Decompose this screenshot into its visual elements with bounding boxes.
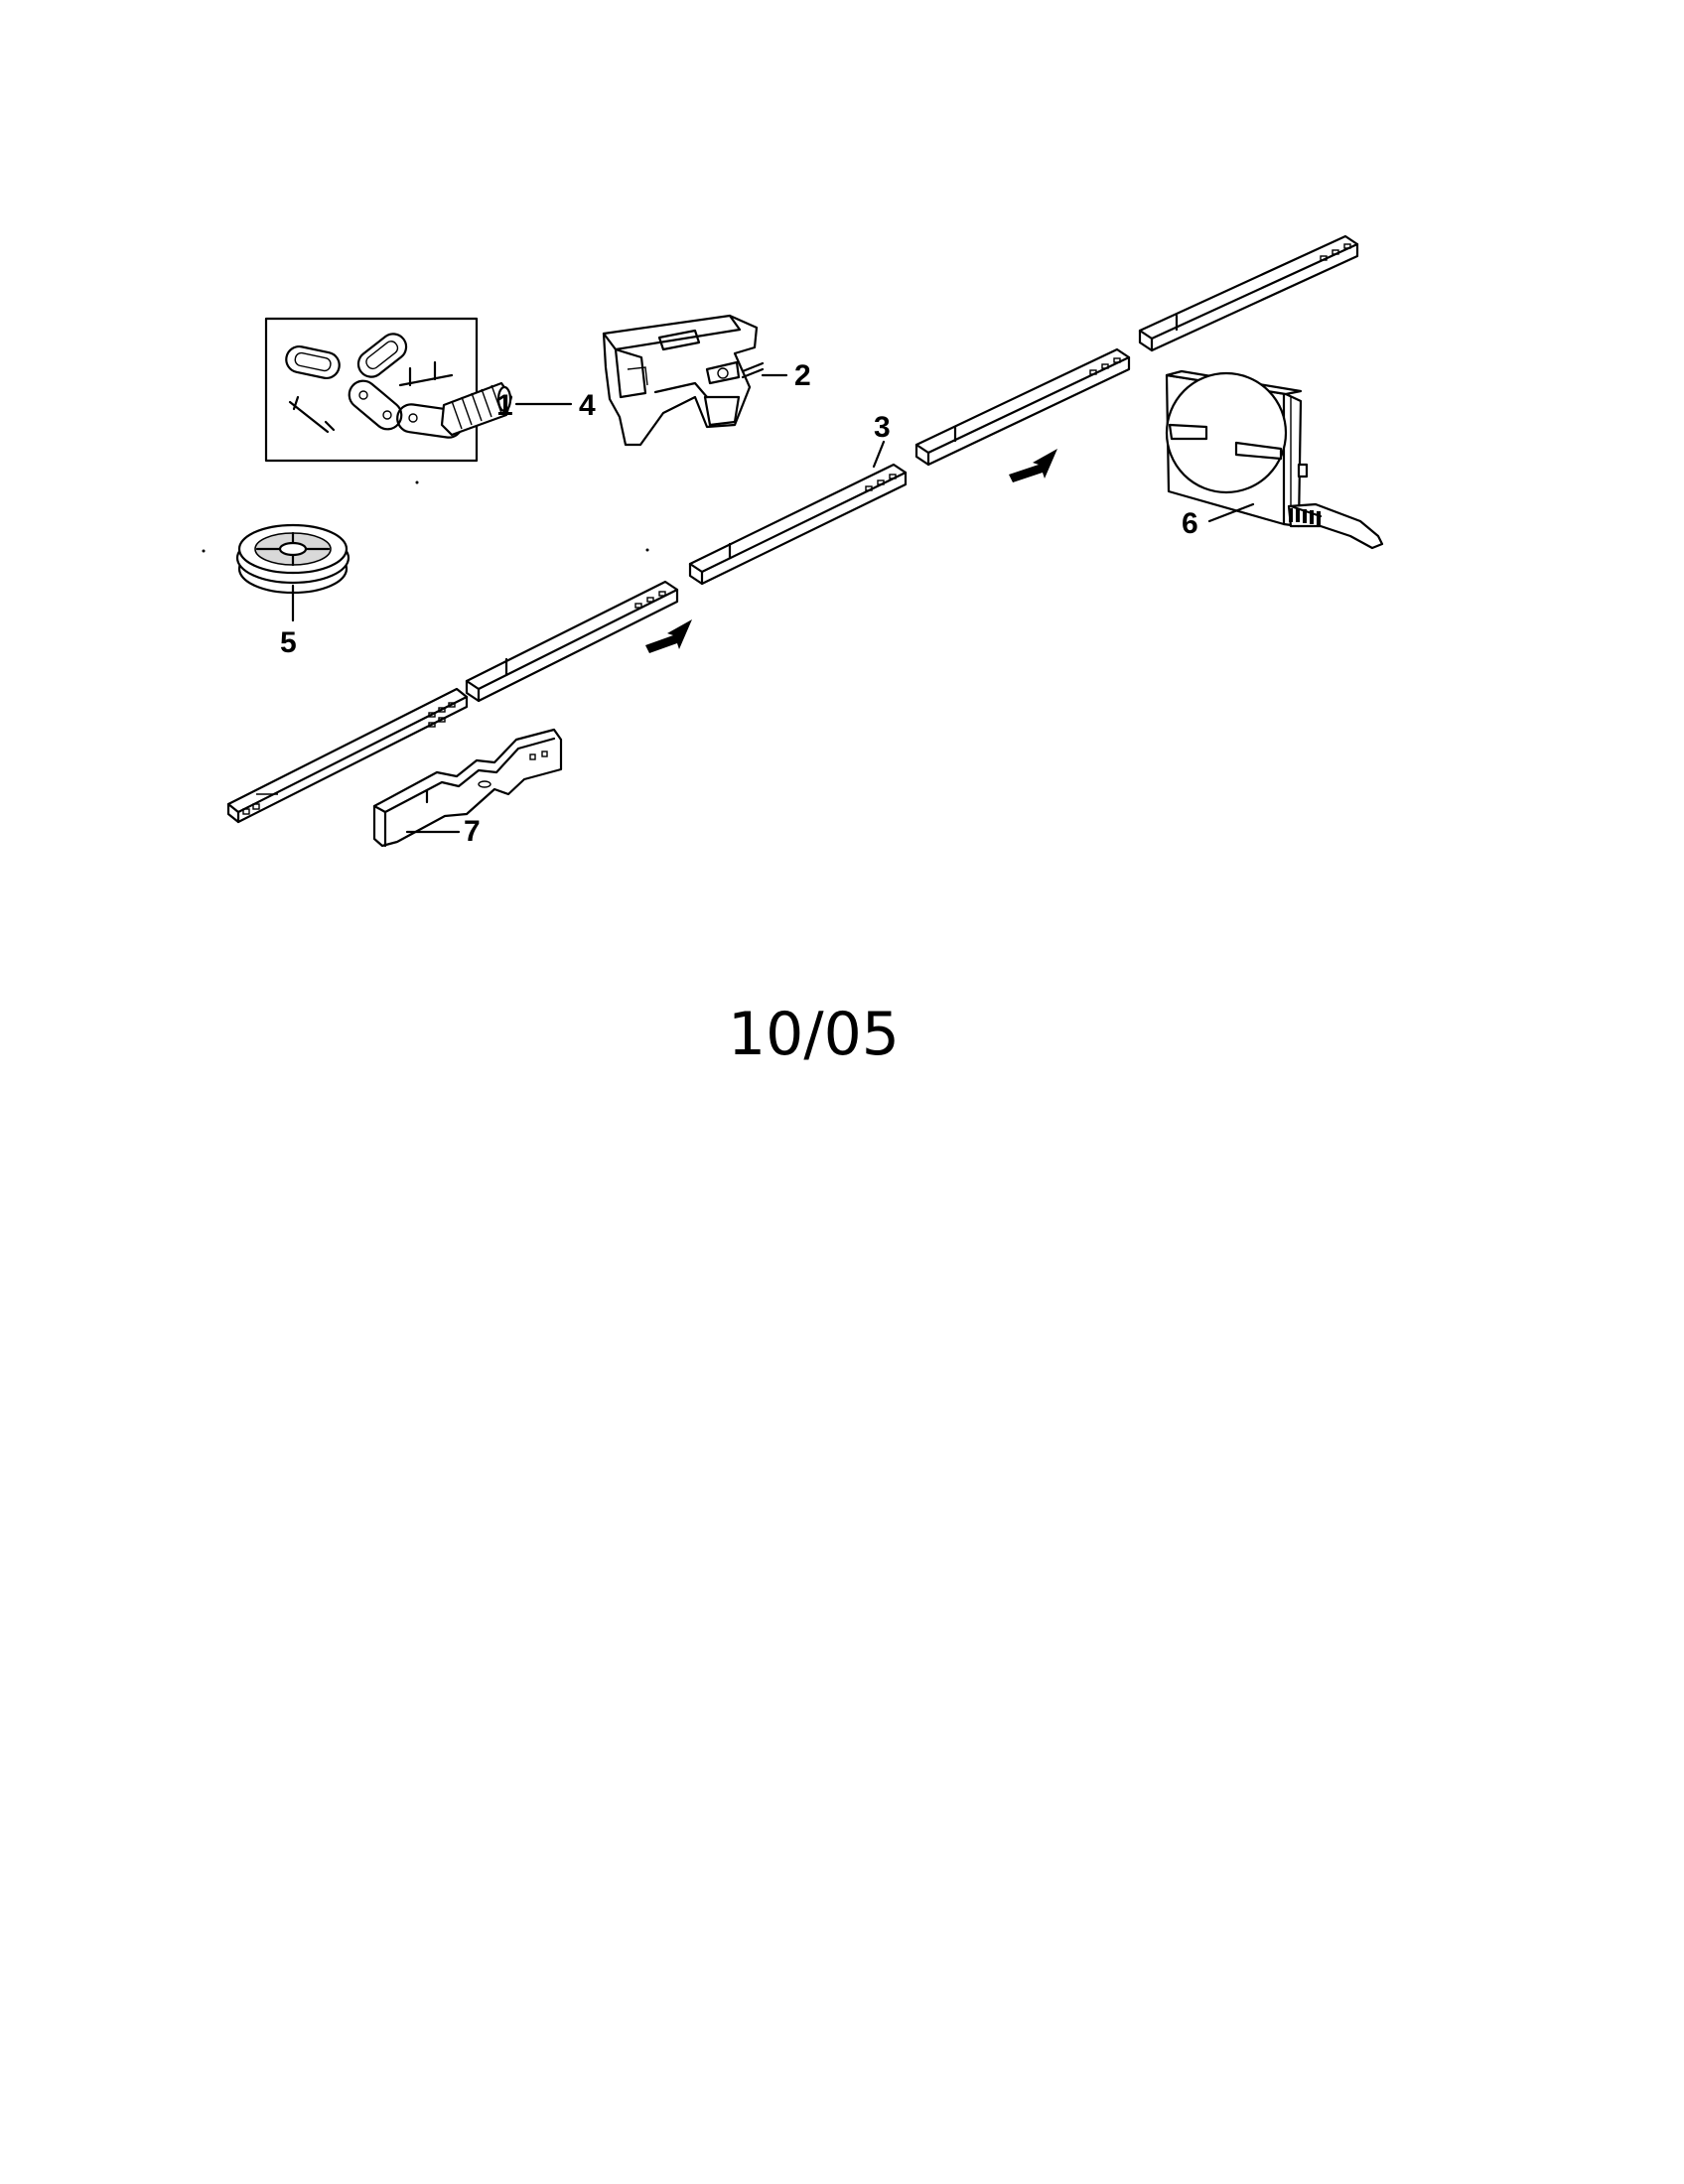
part-5-pulley [235, 523, 351, 622]
callout-5: 5 [280, 626, 297, 659]
direction-arrow-icon [1009, 449, 1057, 482]
scan-speck [202, 549, 206, 553]
date-code: 10/05 [728, 1000, 900, 1069]
part-6-pulley-bracket [1165, 369, 1384, 550]
callout-7: 7 [464, 815, 481, 848]
master-link-icon [285, 344, 341, 380]
part-4-spring [440, 381, 573, 437]
callout-6: 6 [1182, 507, 1198, 540]
direction-arrow-icon [645, 619, 692, 653]
rail-section [688, 463, 908, 586]
link-pin-icon [398, 360, 454, 387]
scan-speck [415, 480, 419, 484]
part-2-trolley [602, 314, 788, 447]
part-1-chain-link-kit [264, 317, 503, 463]
scan-speck [645, 548, 649, 552]
leader-line [872, 440, 886, 469]
callout-2: 2 [794, 359, 811, 392]
leader-line [1207, 502, 1255, 523]
rail-section [1138, 234, 1359, 352]
rail-section [914, 347, 1131, 467]
part-3-rail [226, 234, 1359, 824]
callout-4: 4 [579, 389, 596, 422]
part-7-door-bracket [372, 728, 563, 848]
link-pin-icon [288, 395, 336, 434]
callout-3: 3 [874, 411, 891, 444]
callout-1: 1 [496, 389, 513, 422]
master-link-icon [356, 333, 408, 378]
rail-section [465, 580, 679, 703]
rail-section [226, 687, 469, 824]
kit-box [264, 317, 479, 463]
